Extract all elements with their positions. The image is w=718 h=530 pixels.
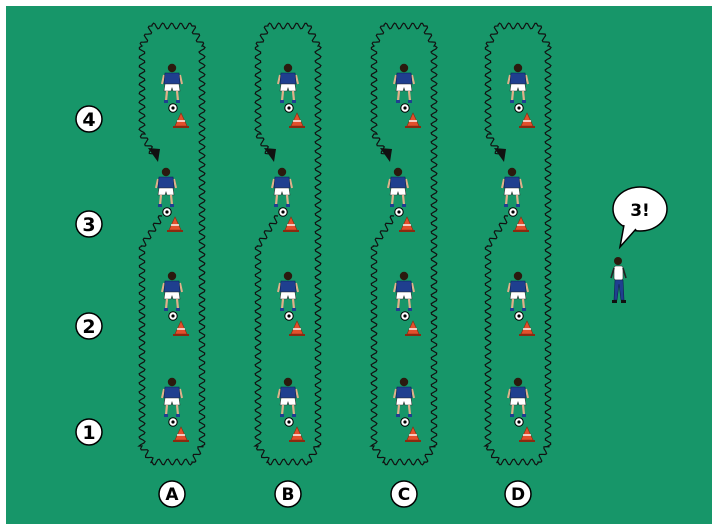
svg-text:D: D bbox=[511, 485, 525, 505]
column-label-d: D bbox=[505, 481, 531, 507]
row-label-4: 4 bbox=[76, 106, 102, 132]
training-drill-diagram: 1 2 3 4 A B C D 3! bbox=[6, 6, 712, 524]
row-label-3: 3 bbox=[76, 211, 102, 237]
column-label-b: B bbox=[275, 481, 301, 507]
pitch-background bbox=[6, 6, 712, 524]
svg-text:3: 3 bbox=[82, 214, 95, 236]
svg-text:2: 2 bbox=[82, 316, 95, 338]
svg-text:4: 4 bbox=[82, 109, 95, 131]
svg-text:C: C bbox=[398, 485, 410, 505]
column-label-a: A bbox=[159, 481, 185, 507]
row-label-2: 2 bbox=[76, 313, 102, 339]
coach-callout: 3! bbox=[630, 201, 650, 221]
row-label-1: 1 bbox=[76, 419, 102, 445]
svg-text:A: A bbox=[165, 485, 179, 505]
svg-text:1: 1 bbox=[82, 422, 95, 444]
svg-text:B: B bbox=[282, 485, 295, 505]
column-label-c: C bbox=[391, 481, 417, 507]
